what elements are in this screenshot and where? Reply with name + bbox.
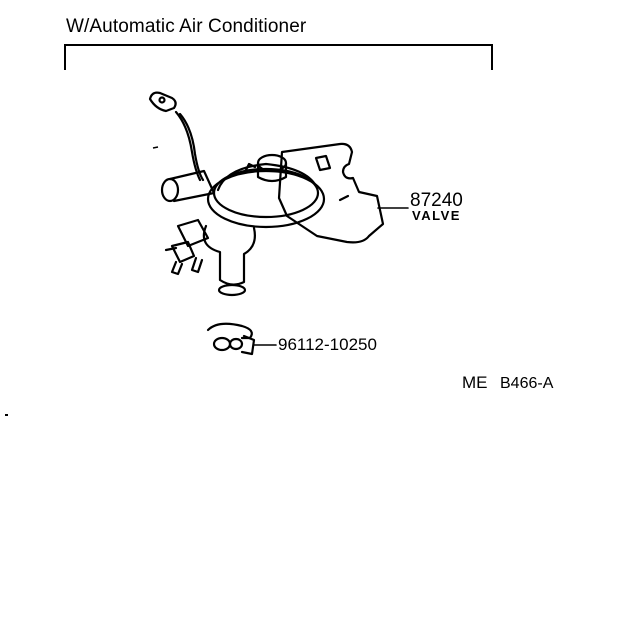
mounting-bracket-icon xyxy=(277,142,385,244)
valve-body-icon xyxy=(160,169,256,297)
figure-code-id: B466-A xyxy=(500,375,554,392)
part-number-96112-10250[interactable]: 96112-10250 xyxy=(278,335,377,354)
diaphragm-actuator-icon xyxy=(206,153,326,229)
part-number-87240[interactable]: 87240 xyxy=(410,190,463,211)
group-bracket xyxy=(64,44,493,70)
part-name-valve: VALVE xyxy=(412,208,461,223)
section-title: W/Automatic Air Conditioner xyxy=(66,16,307,37)
wire-terminal-icon xyxy=(148,91,205,182)
stray-mark xyxy=(5,414,8,416)
figure-code-prefix: ME xyxy=(462,373,488,392)
hose-clamp-icon xyxy=(206,322,256,356)
